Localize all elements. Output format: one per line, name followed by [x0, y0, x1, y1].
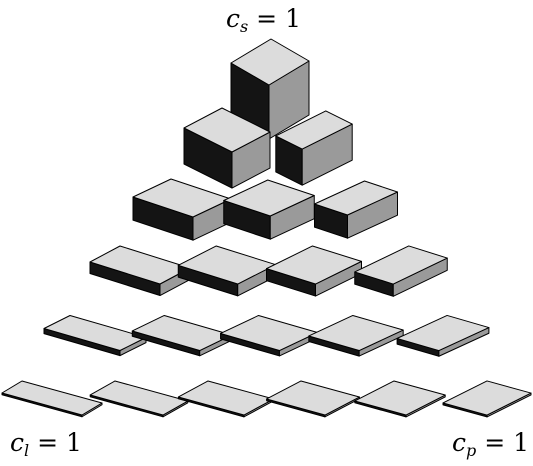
- box-top-face: [266, 380, 360, 416]
- box-top-face: [230, 38, 310, 86]
- box-top-face: [131, 314, 233, 352]
- box-top-face: [442, 380, 532, 416]
- shape-box: [1, 380, 103, 418]
- box-top-face: [266, 245, 362, 285]
- label-cl-equals-1: cl = 1: [10, 428, 82, 460]
- box-top-face: [177, 245, 277, 285]
- box-top-face: [275, 110, 353, 150]
- shape-box: [396, 314, 490, 357]
- box-top-face: [354, 245, 448, 285]
- shape-box: [275, 110, 353, 186]
- box-top-face: [396, 314, 490, 352]
- shape-box: [354, 245, 448, 297]
- box-top-face: [220, 314, 318, 352]
- box-top-face: [223, 179, 315, 217]
- shape-box: [442, 380, 532, 418]
- box-top-face: [89, 245, 191, 285]
- shape-box: [89, 380, 189, 418]
- box-top-face: [354, 380, 446, 416]
- shape-box: [314, 180, 398, 239]
- shape-box: [266, 380, 360, 418]
- box-top-face: [183, 107, 271, 153]
- shape-box: [177, 380, 275, 418]
- box-top-face: [132, 178, 232, 218]
- shape-box: [223, 179, 315, 240]
- box-top-face: [1, 380, 103, 416]
- shape-box: [131, 314, 233, 357]
- shape-box: [43, 315, 147, 357]
- shape-box: [266, 245, 362, 297]
- label-cs-equals-1: cs = 1: [226, 4, 301, 36]
- label-cp-equals-1: cp = 1: [452, 428, 530, 460]
- shape-box: [220, 314, 318, 357]
- shape-box: [354, 380, 446, 418]
- box-top-face: [89, 380, 189, 416]
- box-top-face: [43, 315, 147, 351]
- box-top-face: [308, 314, 404, 352]
- shape-box: [183, 107, 271, 189]
- shape-box: [177, 245, 277, 297]
- shape-box: [89, 245, 191, 297]
- box-top-face: [177, 380, 275, 416]
- box-top-face: [314, 180, 398, 216]
- shape-box: [308, 314, 404, 357]
- shape-box: [132, 178, 232, 241]
